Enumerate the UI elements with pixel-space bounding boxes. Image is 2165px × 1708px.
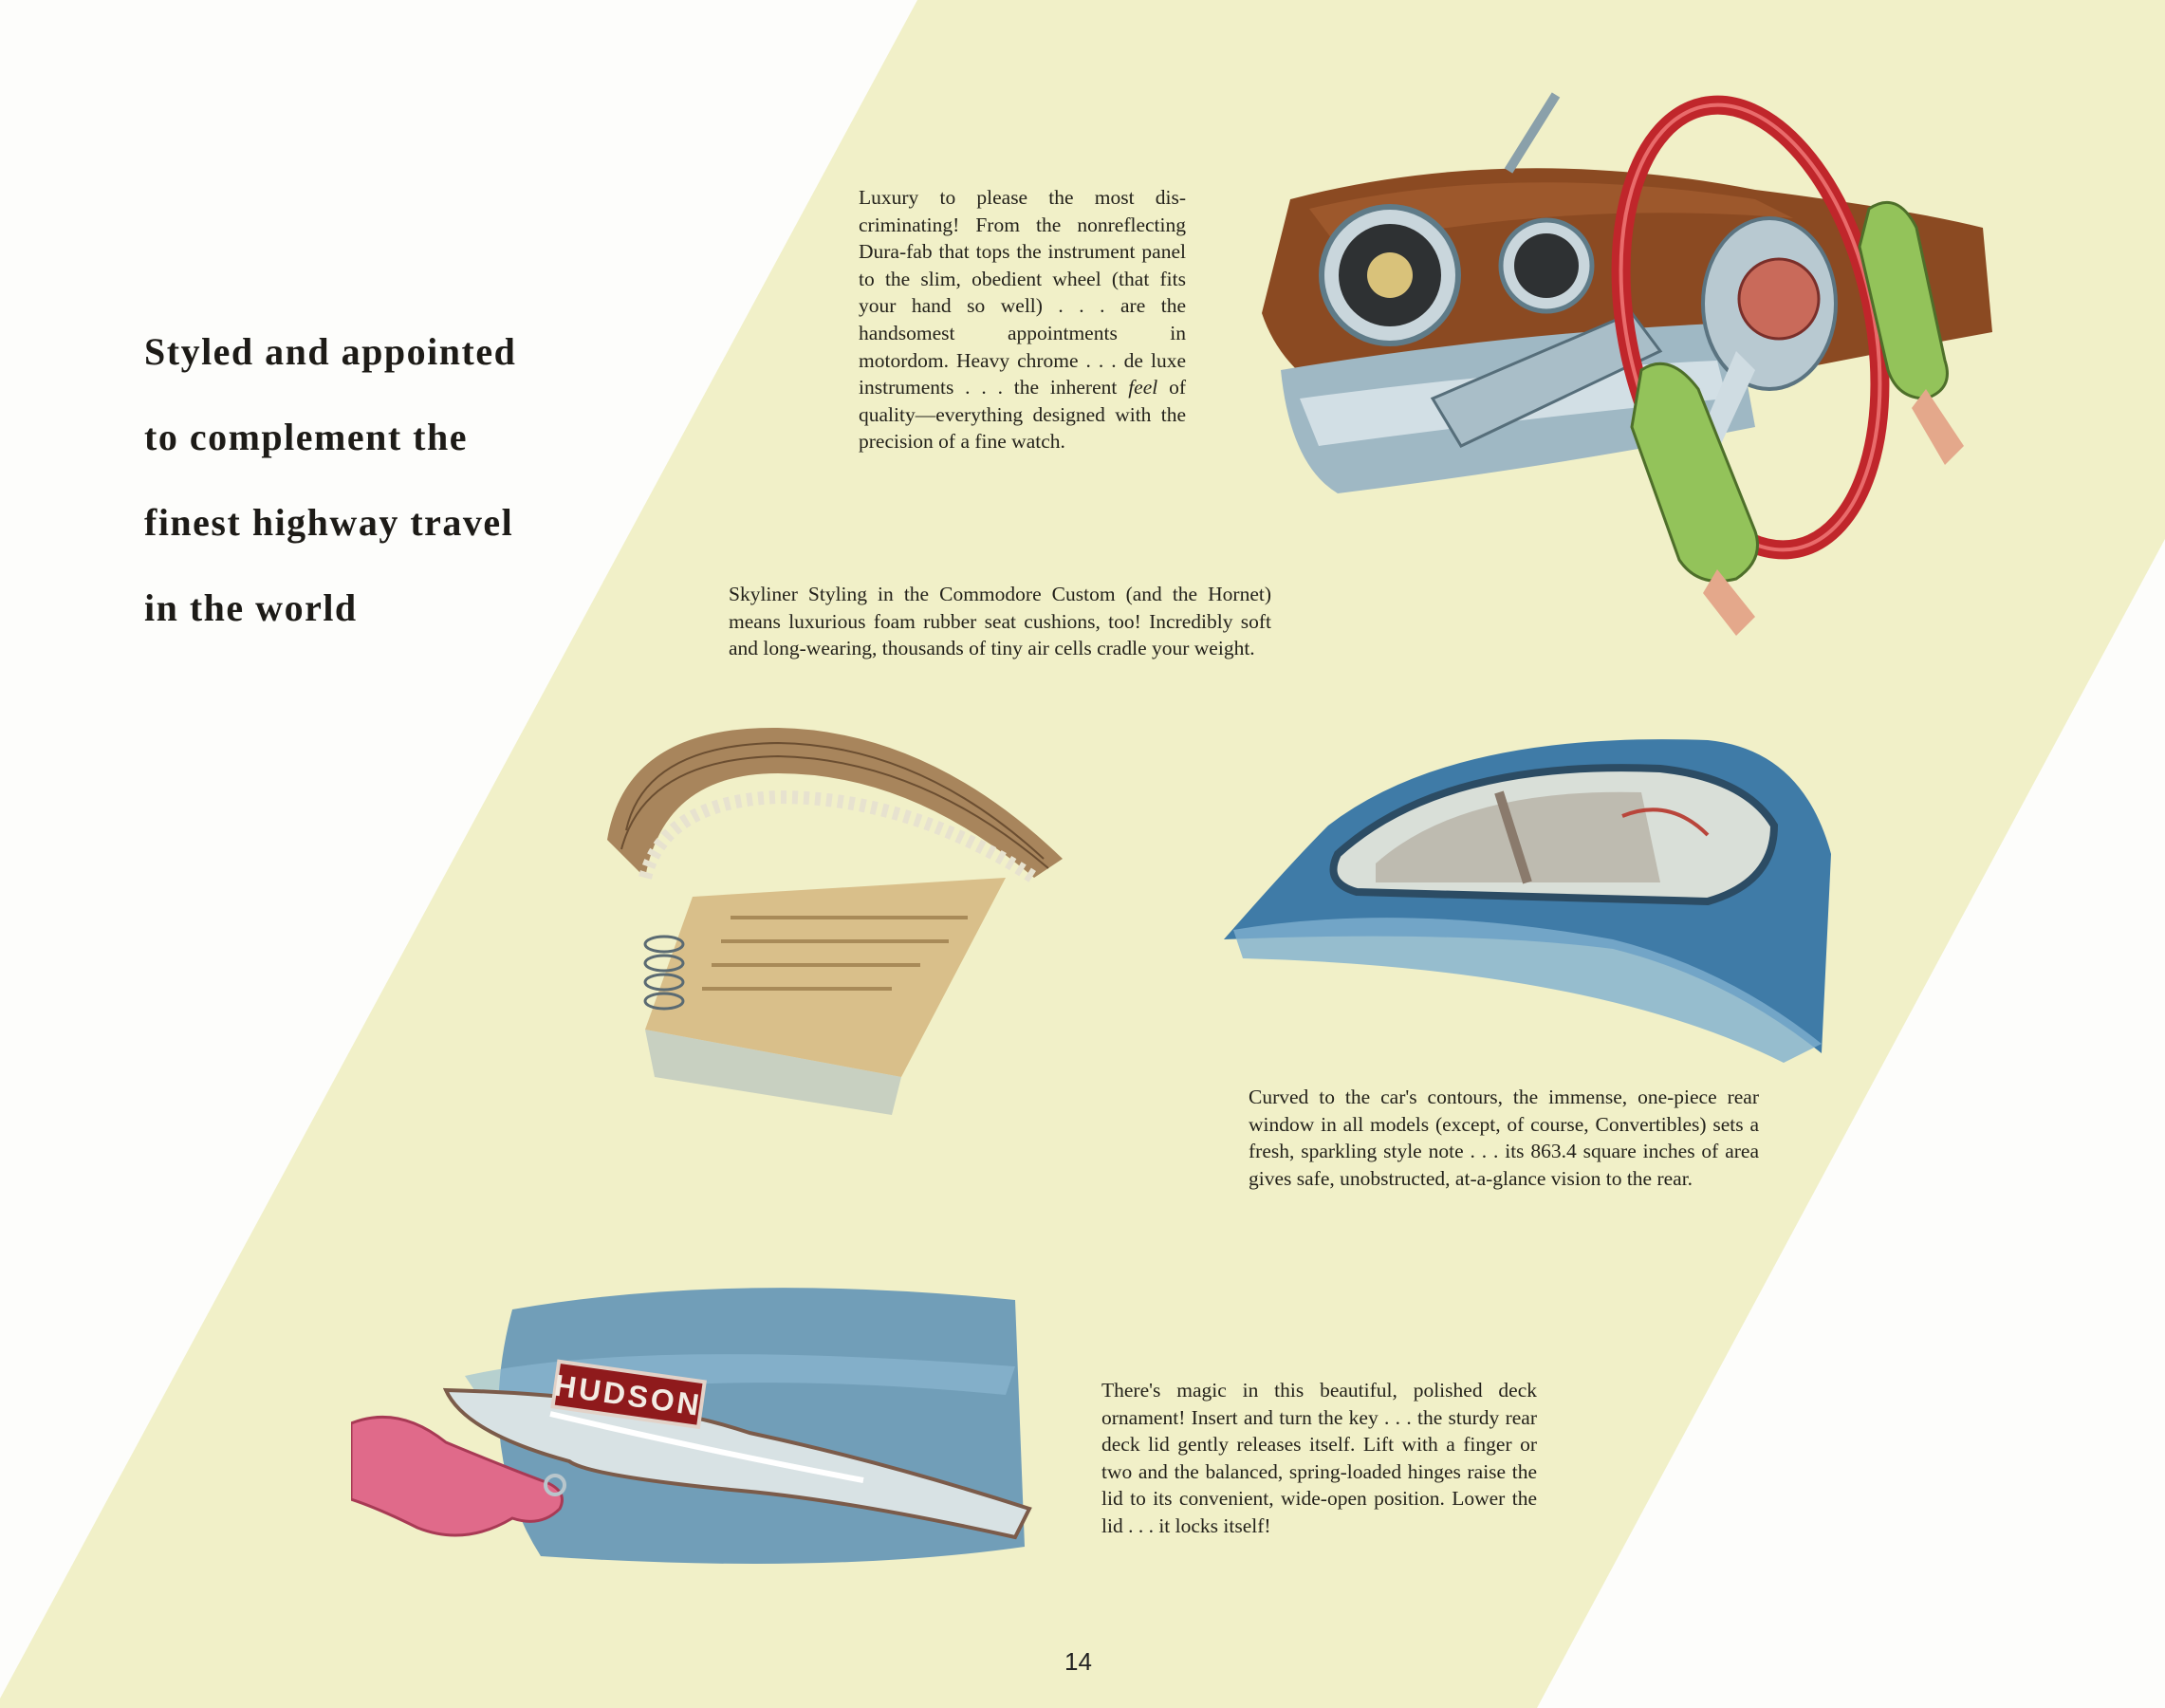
rear-window-copy: Curved to the car's contours, the immens… <box>1249 1084 1759 1192</box>
dashboard-illustration <box>1262 92 1992 636</box>
deck-ornament-copy: There's magic in this beautiful, polishe… <box>1101 1377 1537 1540</box>
instrument-panel-copy: Luxury to please the most dis­criminatin… <box>859 184 1186 455</box>
copy-text: Curved to the car's contours, the immens… <box>1249 1086 1759 1190</box>
rear-window-illustration <box>1224 739 1831 1063</box>
deck-ornament-illustration: HUDSON <box>351 1288 1032 1564</box>
page-number: 14 <box>1064 1647 1092 1676</box>
page-heading: Styled and appointed to complement the f… <box>144 309 638 651</box>
heading-line-1: Styled and appointed <box>144 330 517 373</box>
copy-part: Luxury to please the most dis­criminatin… <box>859 186 1186 399</box>
copy-part: of quality—everything designed with the … <box>859 376 1186 454</box>
seat-cushion-illustration <box>607 727 1063 1115</box>
copy-text: Skyliner Styling in the Commodore Custom… <box>729 583 1271 660</box>
seat-cushion-copy: Skyliner Styling in the Commodore Custom… <box>729 581 1271 662</box>
heading-line-3: finest highway travel <box>144 501 514 544</box>
heading-line-2: to complement the <box>144 416 468 458</box>
heading-line-4: in the world <box>144 586 358 629</box>
copy-text: There's magic in this beautiful, polishe… <box>1101 1379 1537 1537</box>
copy-italic: feel <box>1128 376 1158 399</box>
